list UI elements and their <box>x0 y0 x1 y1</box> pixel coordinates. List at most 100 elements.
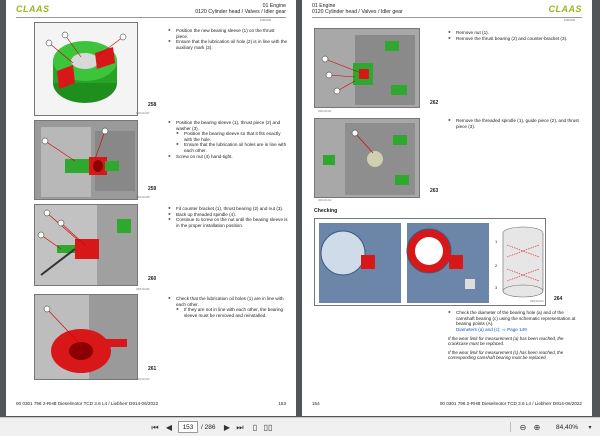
instruction-block-264: ►Check the diameter of the bearing hole … <box>448 310 580 332</box>
viewer-toolbar: ⏮ ◀ 153 / 286 ▶ ⏭ ▯ ▯▯ ⊖ ⊕ 84,40% ▾ <box>0 417 600 436</box>
bearing-sleeve-illustration <box>45 31 127 103</box>
header-chapter: 01 Engine <box>312 3 336 9</box>
step-item: ►Remove the thrust bearing (2) and count… <box>448 35 568 41</box>
arrow-icon: ► <box>168 120 172 124</box>
arrow-icon: ► <box>168 206 172 210</box>
footer-page-number: 154 <box>312 401 320 406</box>
toolbar-divider <box>510 422 511 432</box>
figure-260 <box>34 204 138 286</box>
note-wear-limit-c: If the wear limit for measurement (c) ha… <box>448 350 564 361</box>
footer-doc-title: 00 0301 796 2-RHB Dieselmotor TCD 3.6 L4… <box>16 401 159 406</box>
page-header: 01 Engine 0120 Cylinder head / Valves / … <box>195 3 286 16</box>
figure-number: 264 <box>554 296 563 302</box>
figure-261 <box>34 294 138 380</box>
remove-nut-illustration <box>315 29 419 107</box>
page-link[interactable]: Diameters (a) and (c): ⇨ Page 149 <box>456 326 527 332</box>
step-item: ►Screw on nut (4) hand-tight. <box>168 153 233 159</box>
header-chapter: 01 Engine <box>262 3 286 9</box>
header-section: 0120 Cylinder head / Valves / Idler gear <box>195 9 286 16</box>
instruction-block-259: ►Position the bearing sleeve (1), thrust… <box>168 120 288 159</box>
figure-262 <box>314 28 420 108</box>
step-item: ►Position the bearing sleeve (1), thrust… <box>168 120 281 131</box>
figure-number: 261 <box>148 366 157 372</box>
instruction-block-263: ►Remove the threaded spindle (1), guide … <box>448 118 580 129</box>
zoom-out-icon[interactable]: ⊖ <box>519 423 527 432</box>
figure-number: 262 <box>430 100 439 106</box>
svg-text:2: 2 <box>495 263 498 268</box>
page-number-input[interactable]: 153 <box>178 421 198 433</box>
next-page-icon[interactable]: ▶ <box>223 423 231 432</box>
page-total: / 286 <box>201 423 216 431</box>
figure-code: 2009-00-012 <box>318 199 332 202</box>
zoom-level[interactable]: 84,40% <box>556 423 579 431</box>
step-item: Diameters (a) and (c): ⇨ Page 149 <box>448 327 580 333</box>
step-item: ►Check that the lubrication oil holes (1… <box>168 296 284 307</box>
instruction-block-262: ►Remove nut (1). ►Remove the thrust bear… <box>448 30 580 41</box>
step-subitem: ►Ensure that the lubrication oil holes a… <box>176 142 287 153</box>
header-section: 0120 Cylinder head / Valves / Idler gear <box>312 9 403 16</box>
footer-doc-title: 00 0301 796 2-RHB Dieselmotor TCD 3.6 L4… <box>439 401 582 406</box>
arrow-icon: ► <box>176 307 180 312</box>
arrow-icon: ► <box>448 30 452 34</box>
arrow-icon: ► <box>176 131 180 136</box>
chevron-down-icon[interactable]: ▾ <box>588 425 592 431</box>
previous-page-icon[interactable]: ◀ <box>165 423 173 432</box>
step-subitem: ►If they are not in line with each other… <box>176 307 284 318</box>
page-footer: 00 0301 796 2-RHB Dieselmotor TCD 3.6 L4… <box>16 401 286 406</box>
step-subitem: ►Position the bearing sleeve so that it … <box>176 131 281 142</box>
first-page-icon[interactable]: ⏮ <box>151 422 159 432</box>
figure-number: 263 <box>430 188 439 194</box>
figure-code: 2009-00-010 <box>136 378 150 381</box>
figure-number: 258 <box>148 102 157 108</box>
figure-263 <box>314 118 420 198</box>
claas-logo: CLAAS <box>16 4 50 14</box>
instruction-block-261: ►Check that the lubrication oil holes (1… <box>168 296 288 318</box>
step-item: ►Ensure that the lubrication oil hole (2… <box>168 39 288 50</box>
two-page-view-icon[interactable]: ▯▯ <box>263 423 273 432</box>
remove-spindle-illustration <box>315 119 419 197</box>
note-wear-limit-a: If the wear limit for measurement (a) ha… <box>448 336 564 347</box>
step-item: ►Remove nut (1). <box>448 30 489 35</box>
figure-264: 1 2 3 <box>314 218 546 306</box>
arrow-icon: ► <box>448 35 452 40</box>
svg-text:3: 3 <box>495 285 498 290</box>
figure-code: 2009-00-013 <box>530 300 544 303</box>
step-item: ►Remove the threaded spindle (1), guide … <box>448 118 579 129</box>
header-divider <box>312 17 582 18</box>
instruction-block-258: ►Position the new bearing sleeve (1) on … <box>168 28 288 50</box>
document-page-153: CLAAS 01 Engine 0120 Cylinder head / Val… <box>6 0 296 416</box>
header-divider <box>16 17 286 18</box>
figure-code: 2009-00-009 <box>136 288 150 291</box>
arrow-icon: ► <box>168 153 172 158</box>
oil-hole-alignment-illustration <box>35 295 137 379</box>
page-header: 01 Engine 0120 Cylinder head / Valves / … <box>312 3 403 16</box>
arrow-icon: ► <box>168 217 172 222</box>
step-item: ►Back up threaded spindle (4). <box>168 211 237 217</box>
figure-code: 2009-00-011 <box>318 110 332 113</box>
last-page-icon[interactable]: ⏭ <box>236 422 244 432</box>
figure-code: 2009-00-007 <box>136 112 150 115</box>
step-item: ►Continue to screw on the nut until the … <box>168 217 288 228</box>
step-item: ►Position the new bearing sleeve (1) on … <box>168 28 275 39</box>
step-item: ►Check the diameter of the bearing hole … <box>448 310 576 327</box>
zoom-in-icon[interactable]: ⊕ <box>533 423 541 432</box>
arrow-icon: ► <box>168 39 172 44</box>
figure-number: 260 <box>148 276 157 282</box>
figure-258 <box>34 22 138 116</box>
doc-id: 1000-000 <box>260 19 271 22</box>
claas-logo: CLAAS <box>548 4 582 14</box>
document-page-154: 01 Engine 0120 Cylinder head / Valves / … <box>302 0 592 416</box>
single-page-view-icon[interactable]: ▯ <box>252 423 258 432</box>
doc-id: 1000-000 <box>564 19 575 22</box>
section-heading-checking: Checking <box>314 208 338 214</box>
footer-page-number: 153 <box>278 401 286 406</box>
figure-number: 259 <box>148 186 157 192</box>
arrow-icon: ► <box>168 28 172 32</box>
arrow-icon: ► <box>168 211 172 216</box>
figure-code: 2009-00-008 <box>136 196 150 199</box>
arrow-icon <box>448 327 453 333</box>
threaded-spindle-illustration <box>35 205 137 285</box>
arrow-icon: ► <box>176 142 180 147</box>
svg-text:1: 1 <box>495 239 498 244</box>
figure-259 <box>34 120 138 200</box>
